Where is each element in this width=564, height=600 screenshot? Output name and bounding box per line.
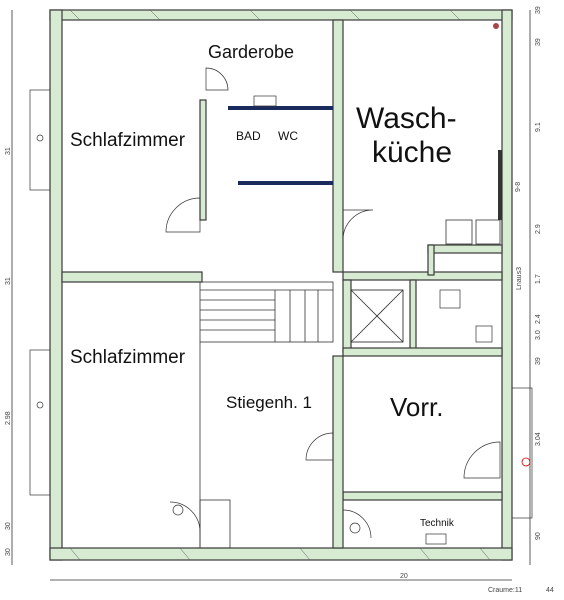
right-dim-5: 2.9: [535, 224, 542, 234]
room-bad: BAD: [236, 129, 261, 143]
lnaus-label: Lnaus3: [516, 267, 523, 290]
right-dim-11: 90: [535, 532, 542, 540]
room-stiegenhaus: Stiegenh. 1: [226, 393, 312, 412]
wash-fixtures: [425, 219, 501, 545]
right-dim-6: 1.7: [535, 274, 542, 284]
marker-symbols: [36, 23, 531, 534]
footer-label: Craume:11: [488, 587, 522, 594]
right-dim-2: 39: [535, 38, 542, 46]
left-dim-5: 30: [5, 548, 12, 556]
door-swings: [165, 67, 501, 539]
footer-number: 44: [546, 587, 554, 594]
room-waschkueche-line1: Wasch-: [356, 102, 457, 135]
right-dim-3: 9.1: [535, 122, 542, 132]
dimension-lines: [11, 10, 531, 581]
staircase: [199, 281, 334, 549]
wall-hatching: [69, 9, 491, 561]
bath-partitions: [228, 95, 333, 185]
shaft-box: [350, 289, 404, 343]
right-dim-7: 2.4: [535, 314, 542, 324]
room-schlafzimmer-bottom: Schlafzimmer: [70, 347, 186, 368]
right-dim-1: 39: [535, 6, 542, 14]
right-dim-9: 39: [535, 357, 542, 365]
left-dim-1: 31: [5, 147, 12, 155]
room-garderobe: Garderobe: [208, 42, 294, 62]
room-waschkueche-line2: küche: [372, 136, 452, 169]
left-dim-3: 2.98: [5, 411, 12, 425]
windows: [29, 89, 533, 519]
left-dim-4: 30: [5, 522, 12, 530]
room-wc: WC: [278, 129, 298, 143]
right-dim-8: 3.0: [535, 330, 542, 340]
right-dim-10: 3.04: [535, 432, 542, 446]
left-dim-2: 31: [5, 277, 12, 285]
room-technik: Technik: [420, 518, 455, 529]
dim-bottom-total: 20: [400, 573, 408, 580]
room-schlafzimmer-top: Schlafzimmer: [70, 130, 186, 151]
outer-walls: [49, 9, 513, 561]
right-dim-4: 9-8: [515, 182, 522, 192]
room-vorraum: Vorr.: [390, 392, 443, 422]
interior-walls: [61, 19, 503, 549]
